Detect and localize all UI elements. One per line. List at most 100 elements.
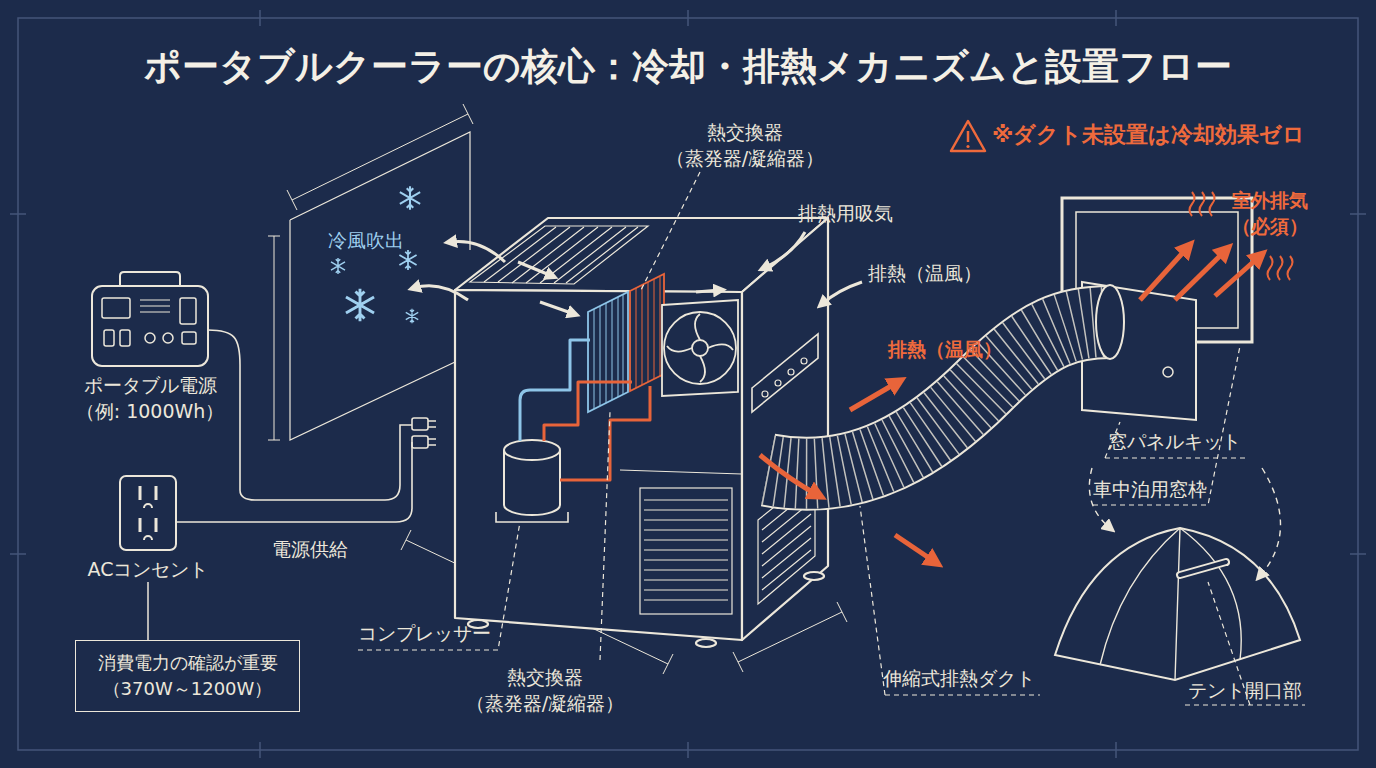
frame-ticks: [10, 10, 1366, 758]
heat-exchanger: [588, 274, 664, 412]
control-button: [775, 380, 781, 386]
control-button: [762, 391, 768, 397]
station-body: [92, 286, 208, 366]
snowflake: [331, 258, 345, 274]
frame-border: [18, 18, 1358, 750]
exhaust-arrow: [822, 282, 862, 304]
compressor: [496, 440, 568, 522]
part-label: 窓パネルキット: [1108, 428, 1268, 454]
intake-arrow: [764, 232, 805, 268]
cold-panel: [290, 132, 470, 440]
cooler-body: [455, 218, 828, 647]
leader-line: [860, 506, 1040, 695]
part-label: コンプレッサー: [358, 620, 518, 646]
node-label: ACコンセント: [78, 556, 218, 582]
power-cables: [176, 330, 436, 522]
dimension-line: [268, 236, 280, 440]
node-label: ポータブル電源 （例: 1000Wh）: [70, 372, 230, 424]
warning-triangle: [951, 121, 985, 151]
part-label: 熱交換器 （蒸発器/凝縮器）: [655, 119, 835, 171]
station-port: [182, 332, 196, 344]
outlet-plate: [120, 476, 176, 550]
snowflake: [399, 250, 416, 270]
dashed-arrows: [1089, 468, 1280, 576]
tent-opening-inner: [1180, 562, 1226, 575]
flow-label: 排熱用吸気: [798, 200, 928, 226]
station-port: [145, 333, 155, 343]
grille-slats: [484, 227, 638, 283]
part-label: 車中泊用窓枠: [1093, 476, 1233, 502]
hot-air-arrow: [1215, 256, 1260, 296]
leader-line: [358, 522, 520, 650]
cooler-foot: [804, 572, 824, 580]
station-display: [102, 298, 130, 318]
hot-air-arrow: [850, 382, 898, 410]
flow-label: 排熱（温風）: [888, 336, 1038, 362]
part-label: テント開口部: [1188, 677, 1328, 703]
tent-opening: [1180, 562, 1226, 575]
front-grille: [640, 488, 732, 614]
flow-label: 冷風吹出: [328, 227, 438, 253]
callout-text: 消費電力の確認が重要 （370W～1200W）: [85, 650, 290, 702]
tent: [1055, 528, 1300, 680]
frame: [10, 10, 1366, 758]
duct-ribs: [768, 322, 1110, 474]
cold-air-arrow: [450, 241, 505, 262]
flow-label: 室外排気 （必須）: [1220, 187, 1320, 239]
cooler-side: [742, 218, 828, 640]
station-vents: [140, 300, 170, 312]
power-source: ポータブル電源 （例: 1000Wh）: [70, 268, 230, 424]
condenser-fins: [636, 277, 660, 388]
exhaust-duct: [768, 285, 1124, 474]
station-port: [163, 333, 173, 343]
grille-slats: [644, 500, 728, 600]
plug-pins: [428, 421, 436, 445]
air-arrow: [540, 302, 574, 314]
dimension-line: [287, 104, 473, 210]
warning-note: ※ダクト未設置は冷却効果ゼロ: [992, 122, 1332, 148]
fan-ring: [664, 312, 736, 384]
part-label: 熱交換器 （蒸発器/凝縮器）: [455, 664, 635, 716]
evaporator-fins: [594, 294, 623, 409]
cooler-grilles: [470, 226, 818, 614]
panel-outline: [290, 132, 470, 440]
tent-dome: [1055, 528, 1300, 680]
fan: [662, 300, 738, 396]
fan-housing: [662, 300, 738, 396]
station-outlet: [180, 298, 196, 324]
snowflake: [406, 309, 418, 323]
air-arrow: [518, 262, 552, 276]
snowflake: [346, 289, 374, 321]
duct-body: [768, 322, 1110, 474]
fan-hub: [692, 340, 708, 356]
air-arrow: [696, 290, 720, 292]
leader-lines: [358, 172, 1305, 705]
hot-air-arrow: [895, 535, 935, 562]
refrigerant-pipes: [520, 340, 650, 480]
hot-pipe: [544, 382, 632, 441]
outlet-ground: [144, 504, 152, 540]
station-port: [104, 330, 114, 346]
flow-label: 電源供給: [272, 536, 382, 562]
dimension-lines: [268, 104, 847, 674]
warning-mark: [967, 131, 970, 142]
cold-air-arrow: [414, 286, 468, 300]
ac-outlet-icon: [78, 472, 218, 556]
power-station-icon: [70, 268, 230, 372]
leader-line: [640, 172, 700, 292]
fan-blades: [667, 314, 733, 382]
callout-box: 消費電力の確認が重要 （370W～1200W）: [75, 640, 300, 712]
hot-pipe: [560, 386, 650, 480]
airflow-arrows: [414, 232, 862, 314]
evaporator: [588, 292, 628, 412]
warning-dot: [966, 145, 969, 148]
flow-arrow: [1260, 468, 1281, 576]
cooler-front: [455, 290, 742, 640]
plug: [412, 436, 428, 448]
duct-end: [1096, 285, 1124, 359]
diagram-title: ポータブルクーラーの核心：冷却・排熱メカニズムと設置フロー: [0, 42, 1376, 92]
tent-poles: [1100, 528, 1241, 680]
panel-latch: [1163, 367, 1173, 377]
